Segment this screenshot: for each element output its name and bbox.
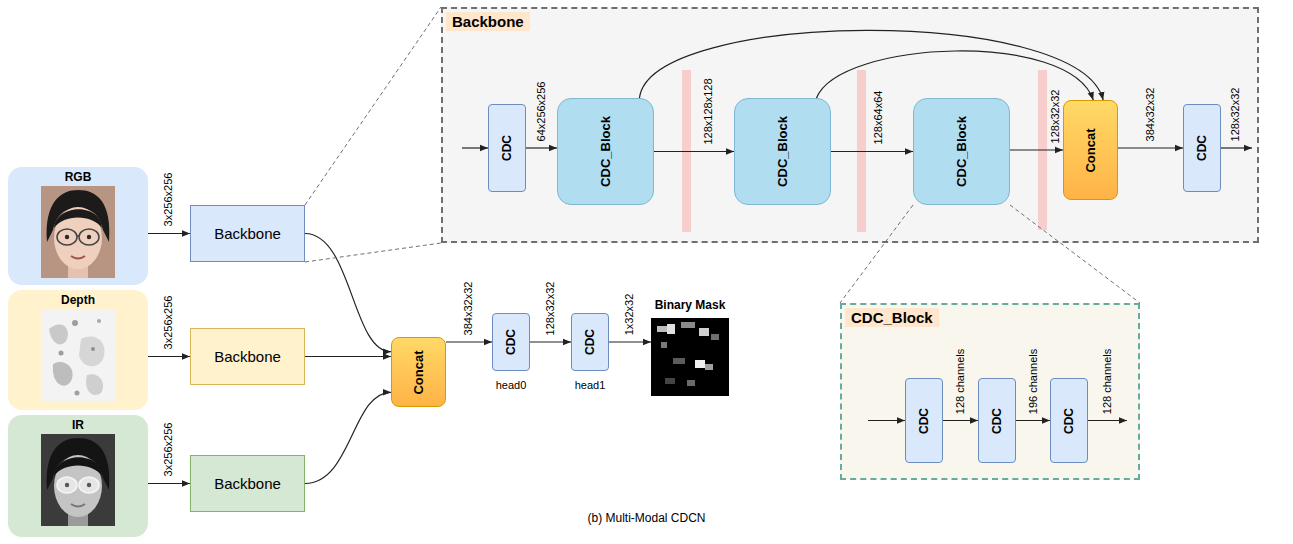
depth-map (41, 309, 115, 401)
dimension-label: 128 channels (954, 348, 967, 413)
box-label: Concat (411, 350, 426, 394)
connector (446, 341, 492, 342)
panel-heading: Backbone (446, 12, 530, 31)
head-label: head1 (575, 379, 606, 391)
box-label: CDC_Block (598, 116, 613, 187)
cdc-layer: CDC (1183, 104, 1221, 192)
connector (654, 151, 734, 152)
backbone-panel: BackboneCDC CDC_Block CDC_Block CDC_Block Co… (441, 7, 1259, 243)
box-label: CDC (500, 135, 514, 161)
dimension-label: 64x256x256 (535, 81, 548, 141)
box-label: CDC_Block (954, 116, 969, 187)
box-label: CDC (583, 329, 597, 355)
panel-heading: CDC_Block (845, 308, 939, 327)
image-title: Binary Mask (655, 298, 726, 312)
connector (1118, 147, 1183, 148)
box-label: Concat (1083, 128, 1098, 172)
connector (148, 233, 190, 234)
input-panel: Depth (8, 290, 148, 410)
cdc-layer: CDC (1050, 378, 1088, 463)
connector (609, 341, 651, 342)
panel-title: RGB (8, 170, 148, 184)
dimension-label: 128x32x32 (1049, 89, 1062, 143)
box-label: CDC (1195, 135, 1209, 161)
head-label: head0 (496, 379, 527, 391)
panel-title: Depth (8, 293, 148, 307)
cdc-layer: CDC (905, 378, 943, 463)
backbone-box: Backbone (190, 328, 305, 385)
cdc-block: CDC_Block (734, 98, 831, 205)
box-label: Backbone (214, 475, 281, 492)
connector (148, 483, 190, 484)
connector (831, 151, 913, 152)
box-label: CDC (1062, 408, 1076, 434)
panel-title: IR (8, 418, 148, 432)
cdc-block: CDC_Block (557, 98, 654, 205)
box-label: Backbone (214, 348, 281, 365)
backbone-box: Backbone (190, 455, 305, 512)
connector (1010, 149, 1063, 150)
zoom-line (305, 7, 441, 205)
input-panel: IR (8, 415, 148, 537)
zoom-line (305, 243, 441, 262)
box-label: CDC (990, 408, 1004, 434)
cdc-layer: CDC (978, 378, 1016, 463)
connector (305, 356, 391, 357)
dimension-label: 128x32x32 (1229, 87, 1242, 141)
dimension-label: 128x64x64 (872, 91, 885, 145)
binary-mask: Binary Mask (651, 318, 729, 396)
dimension-label: 128x32x32 (544, 281, 557, 335)
connector (1016, 420, 1050, 421)
backbone-box: Backbone (190, 205, 305, 262)
connector (530, 341, 571, 342)
box-label: CDC_Block (775, 116, 790, 187)
dimension-label: 1x32x32 (623, 293, 636, 335)
dimension-label: 196 channels (1027, 348, 1040, 413)
box-label: Backbone (214, 225, 281, 242)
output-arrow (1088, 420, 1127, 421)
mask-image (651, 318, 729, 396)
cdc-block: CDC_Block (913, 98, 1010, 205)
input-arrow (868, 420, 905, 421)
cdc-layer: CDChead0 (492, 313, 530, 371)
input-arrow (462, 147, 488, 148)
input-panel: RGB (8, 167, 148, 285)
connector (526, 147, 557, 148)
caption: (b) Multi-Modal CDCN (0, 511, 1293, 525)
output-arrow (1221, 147, 1252, 148)
box-label: CDC (917, 408, 931, 434)
connector (148, 356, 190, 357)
connector (943, 420, 978, 421)
dimension-label: 384x32x32 (1144, 87, 1157, 141)
box-label: CDC (504, 329, 518, 355)
connector (305, 392, 391, 483)
block-panel: CDC_BlockCDC CDC CDC (840, 303, 1140, 480)
dimension-label: 3x256x256 (162, 173, 175, 227)
connector (305, 234, 391, 352)
face-photo (41, 186, 115, 278)
ir-photo (41, 434, 115, 526)
dimension-label: 384x32x32 (462, 281, 475, 335)
concat-block: Concat (1063, 100, 1118, 200)
dimension-label: 128x128x128 (702, 78, 715, 144)
dimension-label: 3x256x256 (162, 423, 175, 477)
dimension-label: 128 channels (1101, 348, 1114, 413)
cdc-layer: CDC (488, 104, 526, 192)
dimension-label: 3x256x256 (162, 296, 175, 350)
cdc-layer: CDChead1 (571, 313, 609, 371)
concat-block: Concat (391, 337, 446, 407)
